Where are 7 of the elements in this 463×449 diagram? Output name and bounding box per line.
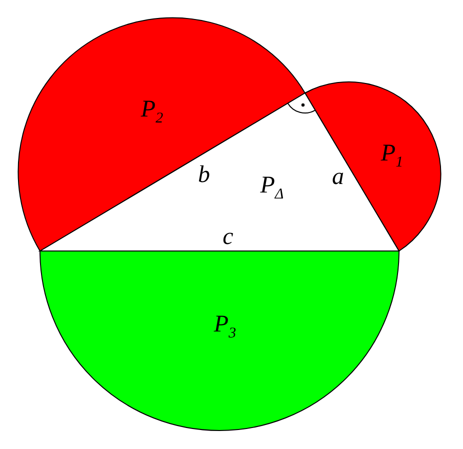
area-label: P$_{1}$ (380, 142, 404, 170)
area-label: P$_{Δ}$ (260, 174, 284, 202)
side-label: b (198, 163, 210, 187)
side-label: a (332, 165, 344, 189)
area-label: P$_{3}$ (214, 312, 236, 342)
side-label: c (222, 225, 234, 249)
area-label: P$_{2}$ (140, 98, 164, 126)
